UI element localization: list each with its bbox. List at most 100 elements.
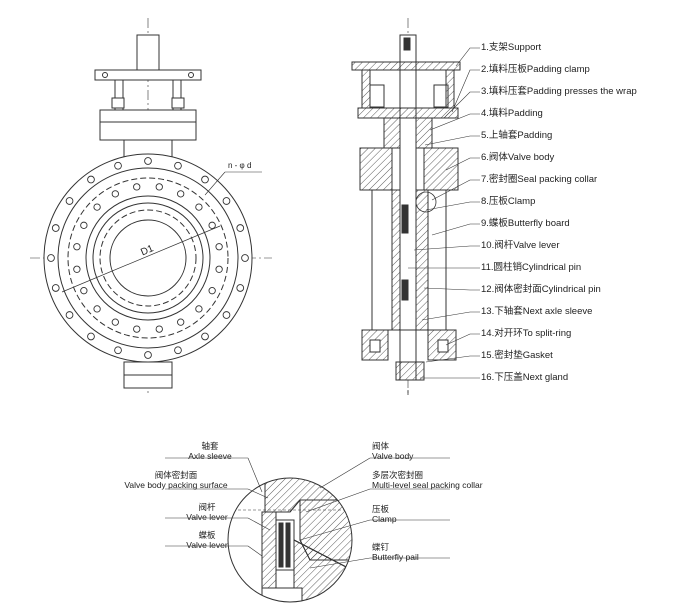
- part-leader-line: [425, 355, 480, 363]
- bolt-hole-outer: [65, 311, 74, 319]
- detail-right-label-1-en: Valve body: [372, 450, 414, 461]
- bolt-hole-outer: [51, 224, 60, 232]
- part-leader-line: [429, 113, 480, 131]
- part-leader-line: [421, 311, 480, 321]
- part-leader-line: [445, 333, 480, 346]
- part-label-7: 7.密封圈Seal packing collar: [481, 174, 598, 185]
- bolt-hole-inner: [73, 265, 81, 273]
- part-label-6: 6.阀体Valve body: [481, 152, 555, 163]
- bolt-hole-outer: [144, 351, 152, 359]
- bolt-hole-outer: [114, 161, 122, 170]
- bolt-hole-inner: [215, 265, 223, 273]
- part-leader-line: [451, 69, 480, 113]
- dim-bolts-label: n - φ d: [228, 161, 251, 170]
- detail-left-label-2-en: Valve body packing surface: [124, 479, 228, 490]
- part-label-16: 16.下压盖Next gland: [481, 372, 569, 383]
- detail-left-label-4-en: Valve lever: [186, 539, 228, 550]
- bolt-hole-inner: [215, 243, 223, 251]
- detail-right-label-3-en: Clamp: [372, 513, 397, 524]
- part-label-14: 14.对开环To split-ring: [481, 328, 572, 339]
- part-label-9: 9.蝶板Butterfly board: [481, 218, 570, 229]
- detail-leader-line: [319, 457, 371, 489]
- detail-right-label-3: 压板 Clamp: [372, 504, 397, 525]
- detail-leader-line: [247, 517, 271, 531]
- bolt-hole-inner: [208, 287, 216, 295]
- bolt-hole-outer: [174, 346, 182, 355]
- bolt-hole-outer: [201, 332, 209, 341]
- part-leader-line: [443, 91, 480, 119]
- bolt-hole-inner: [111, 190, 119, 198]
- detail-right-label-3-cn: 压板: [372, 504, 390, 514]
- bolt-hole-outer: [51, 284, 60, 292]
- part-label-8: 8.压板Clamp: [481, 196, 536, 207]
- bolt-hole-inner: [195, 305, 203, 313]
- bolt-hole-inner: [177, 318, 185, 326]
- bolt-hole-outer: [236, 224, 245, 232]
- bolt-hole-inner: [155, 325, 163, 333]
- detail-left-label-2: 阀体密封面 Valve body packing surface: [106, 470, 246, 491]
- bolt-hole-outer: [222, 311, 231, 319]
- bolt-hole-outer: [236, 284, 245, 292]
- bolt-hole-outer: [65, 197, 74, 205]
- section-view: [351, 18, 461, 395]
- detail-right-label-1: 阀体 Valve body: [372, 441, 414, 462]
- part-label-15: 15.密封垫Gasket: [481, 350, 553, 361]
- detail-right-label-2-en: Multi-level seal packing collar: [372, 479, 483, 490]
- detail-leader-line: [305, 488, 371, 513]
- part-leader-line: [424, 135, 480, 146]
- bolt-hole-outer: [201, 175, 209, 184]
- bolt-hole-inner: [73, 243, 81, 251]
- part-leader-line: [431, 223, 480, 236]
- detail-right-label-2-cn: 多层次密封圈: [372, 470, 424, 480]
- part-label-10: 10.阀杆Valve lever: [481, 240, 560, 251]
- dim-circle-label: D1: [139, 243, 155, 258]
- bolt-hole-inner: [195, 203, 203, 211]
- detail-leader-line: [309, 557, 371, 569]
- bolt-hole-outer: [174, 161, 182, 170]
- bolt-holes-outer: [47, 157, 249, 359]
- part-leader-line: [425, 201, 480, 211]
- bolt-hole-outer: [87, 175, 95, 184]
- detail-view: [227, 477, 353, 603]
- part-label-4: 4.填料Padding: [481, 108, 543, 119]
- bolt-hole-inner: [80, 287, 88, 295]
- part-leader-line: [423, 287, 480, 291]
- part-leader-line: [413, 245, 480, 251]
- detail-left-label-3-en: Valve lever: [186, 511, 228, 522]
- bolt-hole-inner: [93, 305, 101, 313]
- detail-left-label-2-cn: 阀体密封面: [154, 470, 198, 480]
- detail-leader-line: [299, 519, 371, 541]
- part-label-1: 1.支架Support: [481, 42, 542, 53]
- detail-left-label-1-cn: 轴套: [201, 441, 219, 451]
- part-leader-line: [431, 179, 480, 201]
- detail-right-label-2: 多层次密封圈 Multi-level seal packing collar: [372, 470, 483, 491]
- detail-leaders: [165, 457, 450, 569]
- part-label-13: 13.下轴套Next axle sleeve: [481, 306, 593, 317]
- detail-left-label-3: 阀杆 Valve lever: [172, 502, 242, 523]
- detail-left-label-4-cn: 蝶板: [198, 530, 216, 540]
- part-label-12: 12.阀体密封面Cylindrical pin: [481, 284, 601, 295]
- bolt-hole-outer: [222, 197, 231, 205]
- bolt-hole-inner: [155, 183, 163, 191]
- detail-leader-line: [247, 545, 263, 557]
- bolt-hole-outer: [47, 254, 55, 262]
- bolt-hole-inner: [111, 318, 119, 326]
- bolt-hole-inner: [80, 221, 88, 229]
- part-label-5: 5.上轴套Padding: [481, 130, 553, 141]
- bolt-hole-inner: [208, 221, 216, 229]
- detail-right-label-4-cn: 蝶钉: [372, 542, 390, 552]
- bolt-hole-inner: [177, 190, 185, 198]
- detail-left-label-1: 轴套 Axle sleeve: [170, 441, 250, 462]
- leader-lines: [408, 47, 480, 379]
- bolt-holes-inner: [73, 183, 223, 333]
- bolt-hole-inner: [133, 325, 141, 333]
- bolt-hole-outer: [114, 346, 122, 355]
- detail-leader-line: [247, 488, 269, 499]
- part-label-3: 3.填料压套Padding presses the wrap: [481, 86, 637, 97]
- bolt-hole-outer: [144, 157, 152, 165]
- part-label-11: 11.圆柱销Cylindrical pin: [481, 262, 582, 273]
- bolt-hole-outer: [87, 332, 95, 341]
- part-leader-line: [445, 157, 480, 171]
- bolt-hole-outer: [241, 254, 249, 262]
